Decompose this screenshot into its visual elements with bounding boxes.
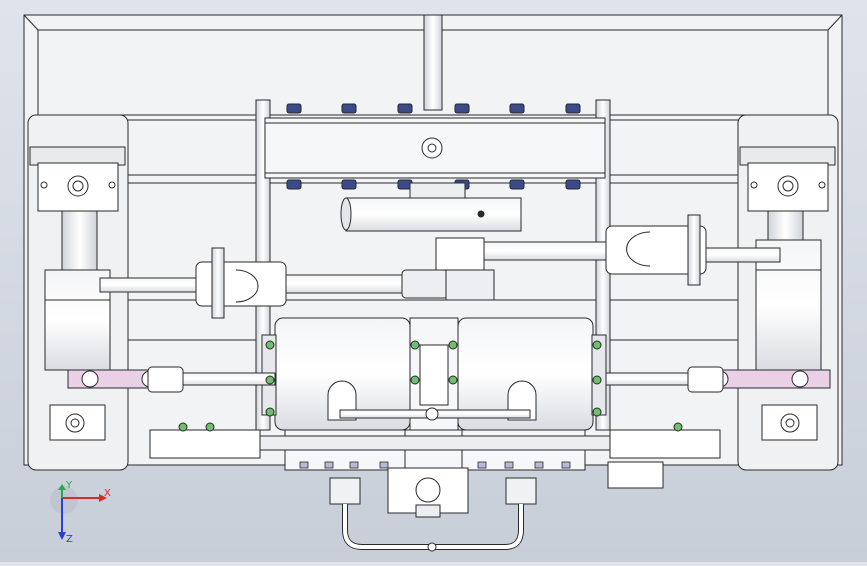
right-fitting <box>505 477 537 505</box>
right-base-bracket <box>609 429 721 459</box>
manifold-bolts <box>299 461 571 469</box>
left-clevis <box>195 261 287 307</box>
green-fittings <box>178 340 683 432</box>
right-upper-bracket <box>739 146 836 166</box>
left-link-rod <box>285 274 407 294</box>
x-axis-label: X <box>104 488 111 499</box>
upper-drum <box>345 197 522 232</box>
triad-graphic: X Y Z <box>50 480 111 545</box>
left-fitting <box>329 477 361 505</box>
beam-bolts-bottom <box>286 179 581 190</box>
right-side-rod <box>605 372 697 386</box>
y-axis-label: Y <box>65 480 73 491</box>
right-actuator-rod <box>699 247 781 263</box>
left-cylinder <box>44 269 111 371</box>
left-actuator-rod <box>99 277 201 293</box>
left-link-nut <box>401 269 449 299</box>
left-upper-bracket <box>29 146 126 166</box>
center-clamp-block <box>435 237 485 271</box>
left-side-rod <box>179 372 276 386</box>
orientation-triad[interactable]: X Y Z <box>44 478 124 548</box>
beam-bolts-top <box>286 103 581 114</box>
right-link-rod <box>479 241 607 261</box>
right-valve-box <box>607 461 664 489</box>
left-base-bracket <box>149 429 261 459</box>
left-guide-rod <box>61 210 98 272</box>
top-rod <box>423 14 443 111</box>
z-axis-label: Z <box>66 534 73 545</box>
